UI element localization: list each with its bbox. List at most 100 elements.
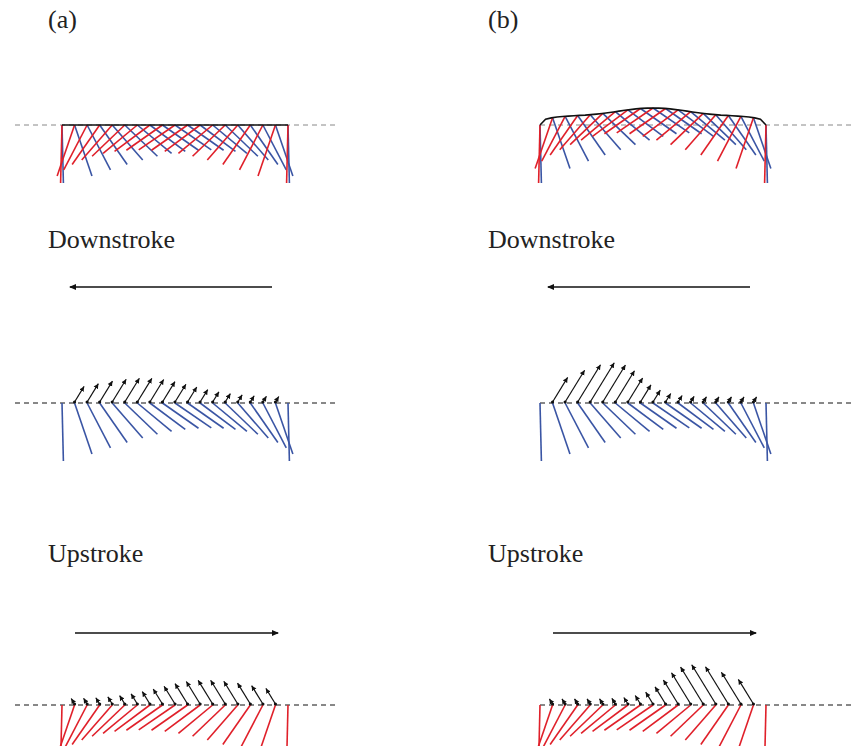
filament <box>258 125 275 176</box>
velocity-arrow <box>549 699 552 704</box>
filament <box>671 113 704 144</box>
velocity-arrow <box>671 673 690 704</box>
filament <box>87 403 110 448</box>
velocity-arrow <box>153 689 162 704</box>
surface-curve <box>540 108 766 125</box>
velocity-arrow <box>640 385 651 402</box>
filament <box>165 125 200 151</box>
velocity-arrow <box>150 380 164 402</box>
velocity-arrow <box>741 397 744 402</box>
stroke-direction-arrow <box>553 632 756 634</box>
filament <box>736 705 753 746</box>
velocity-arrow <box>691 396 694 402</box>
filament <box>258 705 275 746</box>
velocity-arrow <box>211 680 226 704</box>
velocity-arrow <box>186 682 200 704</box>
surface-line <box>540 403 855 404</box>
panel-label: (b) <box>488 6 518 35</box>
filament <box>685 705 715 740</box>
filament <box>57 705 74 746</box>
filament <box>178 705 212 733</box>
velocity-arrow <box>238 395 242 402</box>
velocity-arrow <box>224 681 238 704</box>
velocity-arrow <box>75 386 85 402</box>
filament <box>603 403 636 434</box>
velocity-arrow <box>125 378 140 402</box>
filament <box>643 705 678 731</box>
filament <box>643 110 678 136</box>
velocity-arrow <box>655 687 666 704</box>
filament <box>765 125 766 183</box>
velocity-arrow <box>142 692 150 704</box>
filament <box>691 112 725 140</box>
velocity-arrow <box>562 699 565 704</box>
velocity-arrow <box>71 699 74 704</box>
velocity-arrow <box>705 667 728 704</box>
velocity-arrow <box>628 378 643 402</box>
velocity-arrow <box>678 395 682 402</box>
filament <box>671 705 704 736</box>
phase-label: Downstroke <box>488 226 615 255</box>
velocity-arrow <box>225 394 230 402</box>
filament <box>570 113 603 144</box>
filament <box>207 705 237 740</box>
velocity-arrow <box>615 371 634 402</box>
filament <box>540 403 541 461</box>
filament <box>62 403 63 461</box>
velocity-arrow <box>603 365 626 402</box>
filament <box>685 115 715 150</box>
velocity-arrow <box>266 688 276 704</box>
filament <box>590 403 620 438</box>
velocity-arrow <box>646 692 653 704</box>
velocity-arrow <box>716 397 719 402</box>
filament <box>539 705 540 746</box>
filament <box>75 403 92 454</box>
velocity-arrow <box>728 397 731 402</box>
filament <box>240 705 263 746</box>
velocity-arrow <box>663 680 678 704</box>
filament <box>630 109 666 134</box>
filament <box>560 115 590 150</box>
velocity-arrow <box>612 698 615 704</box>
velocity-arrow <box>578 365 601 402</box>
filament <box>718 116 741 161</box>
velocity-arrow <box>188 387 197 402</box>
velocity-arrow <box>87 384 98 402</box>
filament <box>656 112 690 140</box>
velocity-arrow <box>175 384 186 402</box>
filament <box>57 125 74 176</box>
velocity-arrow <box>753 397 756 402</box>
filament <box>112 403 142 438</box>
filament <box>287 705 288 746</box>
velocity-arrow <box>624 697 628 704</box>
filament <box>656 705 690 733</box>
velocity-arrow <box>120 696 125 704</box>
filament <box>288 403 289 461</box>
filament <box>753 403 770 454</box>
filament <box>100 403 128 443</box>
velocity-arrow <box>666 394 671 402</box>
filament <box>578 403 606 443</box>
filament <box>578 116 606 156</box>
filament <box>765 705 766 746</box>
surface-line <box>15 125 335 126</box>
filament <box>92 125 125 156</box>
velocity-arrow <box>100 381 113 402</box>
filament <box>240 125 263 170</box>
filament <box>165 705 200 731</box>
velocity-arrow <box>108 697 112 704</box>
surface-curve <box>62 124 288 126</box>
stroke-direction-arrow <box>75 632 278 634</box>
filament <box>535 705 552 746</box>
velocity-arrow <box>738 679 753 704</box>
stroke-direction-arrow <box>70 286 272 288</box>
velocity-arrow <box>84 698 88 704</box>
velocity-arrow <box>137 378 152 402</box>
filament <box>553 403 570 454</box>
filament <box>207 125 237 160</box>
filament <box>565 403 588 448</box>
velocity-arrow <box>200 390 208 402</box>
velocity-arrow <box>162 382 175 402</box>
filament <box>61 125 62 183</box>
